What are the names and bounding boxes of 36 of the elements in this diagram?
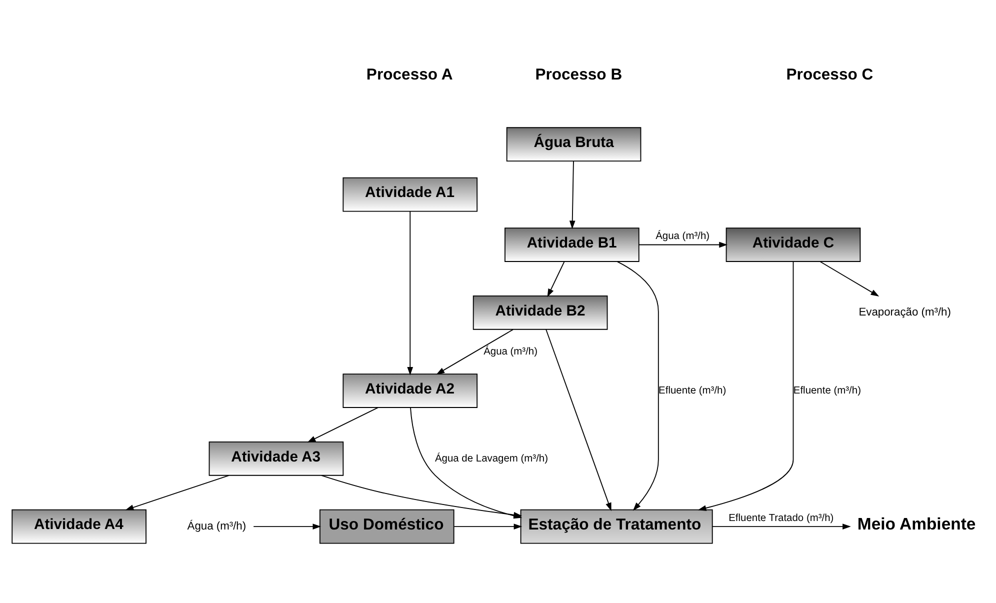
arrow [307, 407, 379, 442]
label: Processo B [535, 66, 622, 84]
arrow [436, 329, 514, 375]
node-text: Evaporação (m³/h) [858, 306, 951, 319]
arrow [454, 524, 522, 530]
edge-label: Água de Lavagem (m³/h) [434, 453, 548, 464]
edge-label: Efluente (m³/h) [793, 385, 861, 396]
node-box: Uso Doméstico [319, 509, 454, 544]
arrow [546, 329, 612, 512]
arrow [407, 210, 414, 376]
node-box: Atividade A4 [12, 509, 146, 544]
edge-label: Efluente Tratado (m³/h) [728, 512, 834, 524]
node-box: Atividade A2 [342, 374, 478, 408]
arrow [253, 524, 322, 530]
node-box: Atividade B1 [504, 228, 640, 262]
arrow [820, 261, 880, 297]
arrow [638, 242, 728, 248]
node-box: Atividade A1 [342, 177, 478, 212]
edge-label: Água (m³/h) [656, 231, 710, 242]
node-box: Estação de Tratamento [520, 509, 713, 544]
label: Processo A [366, 66, 453, 84]
node-box: Atividade B2 [472, 295, 608, 330]
arrow [698, 261, 794, 511]
arrow [712, 524, 851, 530]
node-box: Atividade C [726, 228, 861, 262]
node-box: Atividade A3 [208, 441, 344, 476]
node-text: Meio Ambiente [857, 514, 976, 534]
arrow [125, 474, 230, 510]
arrow [569, 160, 576, 230]
label: Processo C [786, 66, 874, 84]
arrow [616, 261, 659, 511]
node-box: Água Bruta [506, 127, 642, 162]
arrow [547, 261, 565, 298]
edge-label: Efluente (m³/h) [658, 385, 726, 396]
node-text: Água (m³/h) [187, 520, 246, 532]
edge-label: Água (m³/h) [484, 346, 538, 358]
